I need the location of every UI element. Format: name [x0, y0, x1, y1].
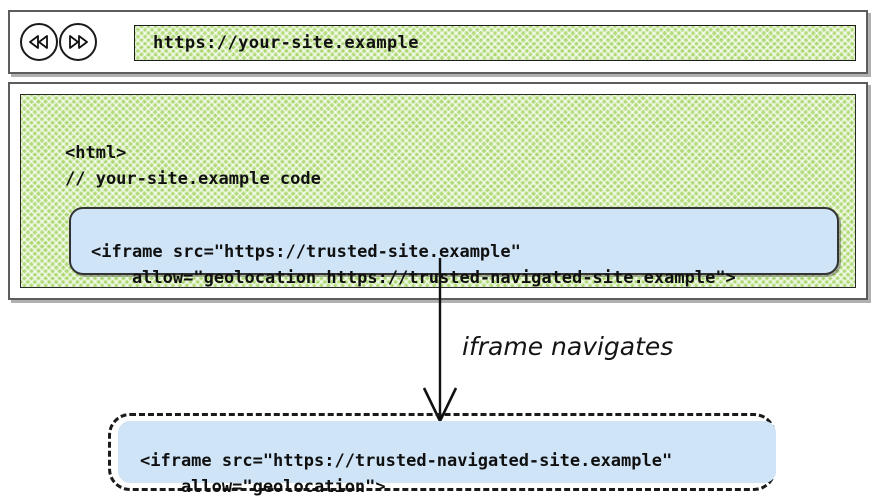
page-content-area: <html> // your-site.example code <iframe…	[20, 94, 856, 288]
browser-chrome: https://your-site.example	[8, 10, 868, 74]
navigation-buttons	[20, 23, 97, 61]
rewind-double-left-icon	[28, 35, 50, 49]
back-button[interactable]	[20, 23, 58, 61]
fast-forward-double-right-icon	[67, 35, 89, 49]
page-source-code: <html> // your-site.example code	[65, 143, 321, 189]
embedded-iframe-code: <iframe src="https://trusted-site.exampl…	[91, 242, 736, 288]
forward-button[interactable]	[59, 23, 97, 61]
navigated-iframe-box: <iframe src="https://trusted-navigated-s…	[118, 421, 776, 497]
url-bar[interactable]: https://your-site.example	[134, 25, 856, 61]
url-text: https://your-site.example	[153, 33, 419, 53]
annotation-label: iframe navigates	[462, 332, 674, 361]
navigated-iframe-code: <iframe src="https://trusted-navigated-s…	[140, 451, 673, 497]
page-viewport-frame: <html> // your-site.example code <iframe…	[8, 82, 868, 300]
embedded-iframe-box: <iframe src="https://trusted-site.exampl…	[69, 207, 839, 287]
